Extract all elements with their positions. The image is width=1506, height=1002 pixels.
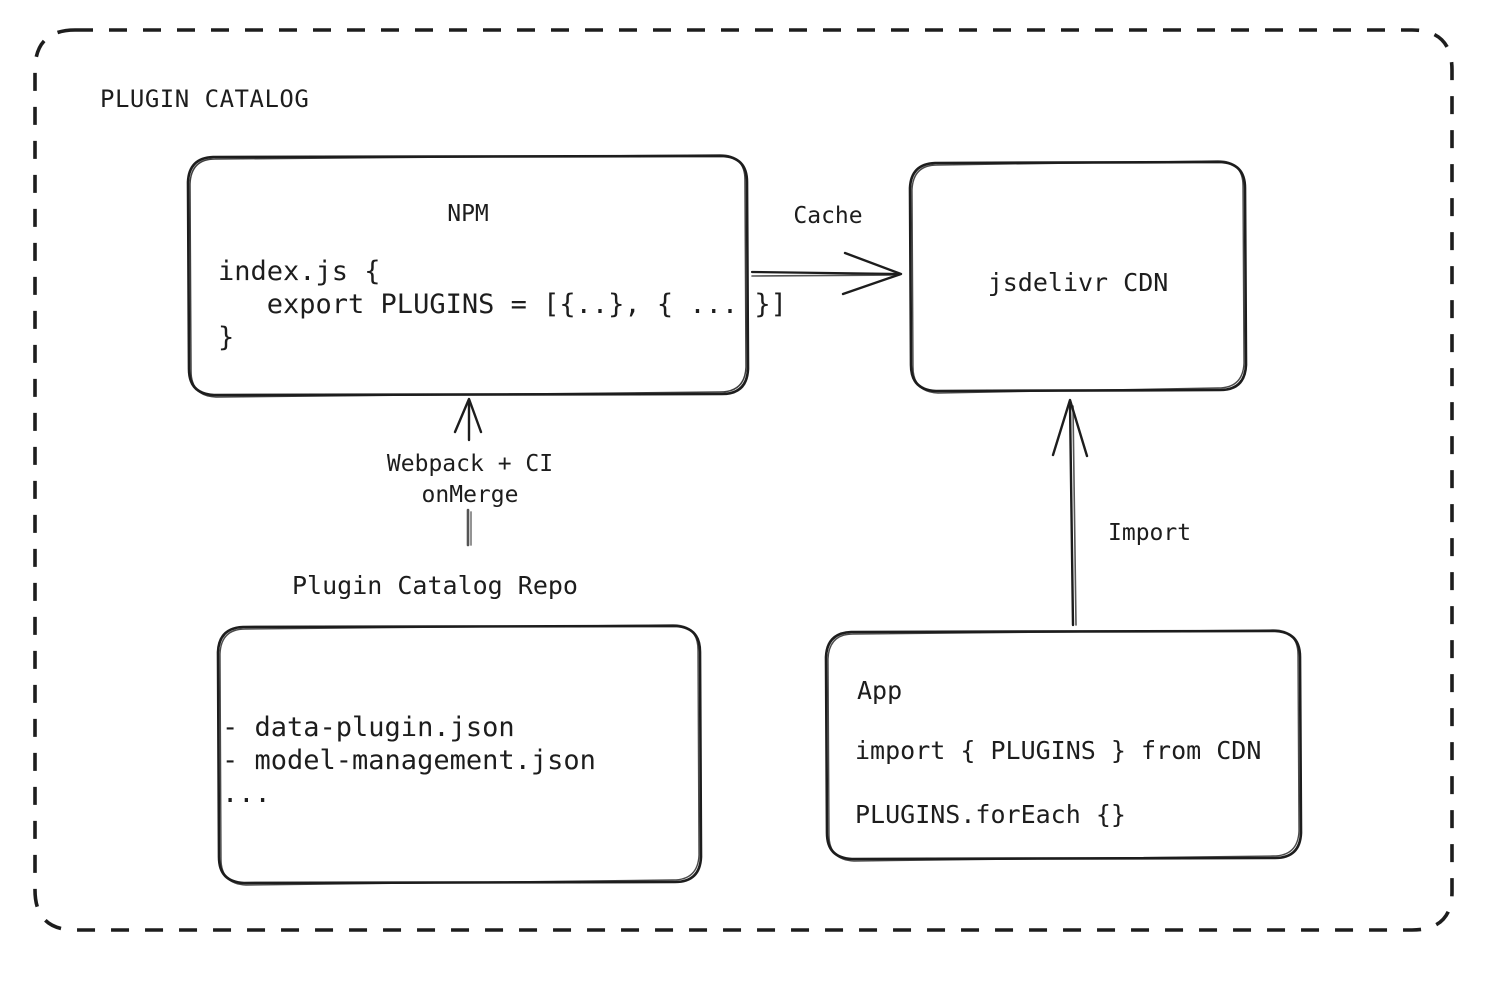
cdn-box-title: jsdelivr CDN [987, 268, 1169, 297]
app-box-outline [824, 629, 1303, 861]
arrowhead-right [841, 251, 903, 296]
npm-box-outline-sketch [189, 154, 747, 398]
repo-file-line-2: - model-management.json [222, 745, 596, 776]
npm-box-title: NPM [447, 201, 489, 227]
repo-file-line-3: ... [222, 778, 271, 809]
app-code-line-1: import { PLUGINS } from CDN [855, 736, 1262, 765]
npm-code-line-3: } [218, 322, 235, 353]
repo-box-outline-sketch [219, 624, 700, 886]
npm-box-outline [186, 154, 750, 397]
npm-code-line-1: index.js { [218, 256, 381, 287]
edge-label-import: Import [1108, 520, 1192, 546]
cdn-box-outline-sketch [911, 160, 1245, 394]
plugin-catalog-title: PLUGIN CATALOG [100, 85, 310, 113]
edge-repo-to-npm [453, 397, 483, 547]
npm-code-line-2: export PLUGINS = [{..}, { ... }] [218, 289, 787, 320]
repo-box-outline [216, 624, 703, 885]
app-box-title: App [857, 676, 903, 705]
plugin-catalog-container-border [33, 28, 1454, 932]
cdn-box-outline [908, 160, 1248, 393]
edge-label-webpack-ci: Webpack + CI [386, 451, 554, 477]
app-box-outline-sketch [827, 629, 1300, 862]
app-code-line-2: PLUGINS.forEach {} [855, 800, 1126, 829]
repo-caption: Plugin Catalog Repo [292, 571, 578, 600]
repo-file-line-1: - data-plugin.json [222, 712, 515, 743]
arrowhead-up [1051, 398, 1089, 458]
edge-label-onmerge: onMerge [421, 482, 519, 508]
edge-npm-to-cdn [750, 251, 903, 296]
arrowhead-up [453, 397, 483, 434]
edge-label-cache: Cache [793, 203, 863, 229]
edge-app-to-cdn [1051, 398, 1089, 627]
